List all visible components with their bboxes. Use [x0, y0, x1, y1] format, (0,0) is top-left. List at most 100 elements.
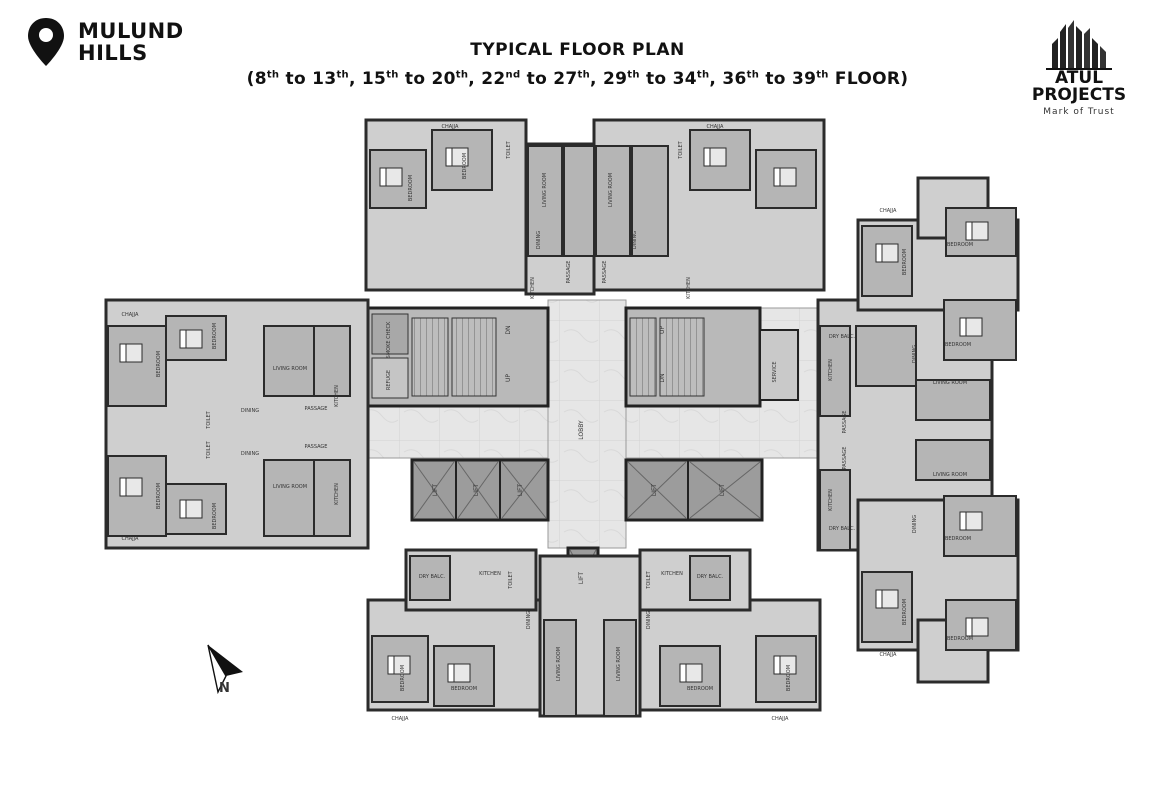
room-label: TOILET — [206, 410, 212, 429]
bed-icon — [965, 617, 973, 637]
room-label: LIFT — [651, 484, 658, 496]
room-label: DINING — [241, 408, 259, 414]
room-label: LIFT — [432, 484, 439, 496]
developer-tagline: Mark of Trust — [1043, 107, 1115, 117]
room-label: REFUGE — [386, 370, 392, 390]
room-label: SMOKE CHECK — [386, 321, 392, 358]
bed-icon — [119, 477, 127, 497]
room-label: CHAJJA — [122, 536, 140, 542]
room-label: PASSAGE — [842, 411, 848, 434]
room-label: LIVING ROOM — [933, 380, 967, 386]
project-brand: MULUND HILLS — [26, 16, 184, 68]
room-label: DINING — [526, 611, 532, 629]
bed-icon — [387, 655, 395, 675]
room-right-5 — [915, 379, 991, 421]
room-label: BEDROOM — [451, 686, 477, 692]
floor-range-subtitle: (8th to 13th, 15th to 20th, 22nd to 27th… — [246, 69, 909, 89]
room-top-3 — [563, 145, 595, 257]
bed-icon — [875, 589, 883, 609]
top-living-2: LIVING ROOM — [608, 173, 614, 207]
top-living-1: LIVING ROOM — [542, 173, 548, 207]
project-name-line2: HILLS — [78, 41, 148, 65]
bed-icon — [703, 147, 711, 167]
room-label: KITCHEN — [686, 277, 692, 299]
bed-icon — [379, 167, 387, 187]
apartments — [104, 118, 1020, 718]
room-label: DINING — [912, 345, 918, 363]
room-label: SERVICE — [772, 361, 778, 382]
room-label: PASSAGE — [566, 261, 572, 284]
room-bottom-7 — [689, 555, 731, 601]
page-title: TYPICAL FLOOR PLAN — [470, 40, 685, 60]
room-label: DINING — [632, 231, 638, 249]
room-bottom-6 — [409, 555, 451, 601]
room-top-6 — [689, 129, 751, 191]
room-label: BEDROOM — [945, 536, 971, 542]
room-label: BEDROOM — [945, 342, 971, 348]
room-label: BEDROOM — [156, 483, 162, 509]
room-left-3 — [313, 325, 351, 397]
lift-core-right — [624, 458, 764, 522]
room-top-5 — [631, 145, 669, 257]
room-label: DINING — [536, 231, 542, 249]
room-label: BEDROOM — [902, 599, 908, 625]
room-label: KITCHEN — [828, 359, 834, 381]
room-label: LIVING ROOM — [616, 647, 622, 681]
room-label: PASSAGE — [842, 447, 848, 470]
room-left-2 — [263, 325, 315, 397]
room-label: DINING — [646, 611, 652, 629]
bed-icon — [447, 663, 455, 683]
room-label: BEDROOM — [212, 503, 218, 529]
room-label: LIFT — [473, 484, 480, 496]
room-label: BEDROOM — [947, 242, 973, 248]
bed-icon — [179, 499, 187, 519]
staircase-left — [366, 306, 550, 408]
bed-icon — [959, 317, 967, 337]
room-left-7 — [313, 459, 351, 537]
room-right-0 — [861, 225, 913, 297]
room-label: CHAJJA — [392, 716, 410, 722]
room-label: KITCHEN — [828, 489, 834, 511]
room-bottom-5 — [755, 635, 817, 703]
room-bottom-2 — [543, 619, 577, 717]
lobby-label: LOBBY — [578, 420, 585, 440]
room-left-0 — [107, 325, 167, 407]
room-label: DRY BALC. — [829, 526, 856, 532]
room-label: DRY BALC. — [419, 574, 446, 580]
room-label: KITCHEN — [530, 277, 536, 299]
bed-icon — [773, 655, 781, 675]
room-bottom-3 — [603, 619, 637, 717]
room-label: DINING — [241, 451, 259, 457]
room-label: PASSAGE — [305, 406, 328, 412]
room-label: BEDROOM — [400, 665, 406, 691]
room-label: CHAJJA — [442, 124, 460, 130]
room-label: BEDROOM — [156, 351, 162, 377]
room-label: DINING — [912, 515, 918, 533]
bed-icon — [875, 243, 883, 263]
room-label: KITCHEN — [661, 571, 683, 577]
location-pin-icon — [28, 18, 64, 66]
project-name-line1: MULUND — [78, 19, 184, 43]
room-label: BEDROOM — [902, 249, 908, 275]
developer-name-line1: ATUL — [1054, 68, 1104, 88]
bed-icon — [959, 511, 967, 531]
bed-icon — [179, 329, 187, 349]
room-label: UP — [659, 326, 666, 334]
bed-icon — [119, 343, 127, 363]
room-label: KITCHEN — [334, 385, 340, 407]
bed-icon — [445, 147, 453, 167]
room-label: BEDROOM — [786, 665, 792, 691]
room-label: TOILET — [646, 570, 652, 589]
room-label: TOILET — [678, 140, 684, 159]
top-bedroom-2: BEDROOM — [462, 153, 468, 179]
room-label: CHAJJA — [880, 208, 898, 214]
room-label: UP — [505, 374, 512, 382]
room-label: LIVING ROOM — [933, 472, 967, 478]
room-label: BEDROOM — [947, 636, 973, 642]
bed-icon — [965, 221, 973, 241]
room-label: LIVING ROOM — [273, 366, 307, 372]
room-label: TOILET — [508, 570, 514, 589]
room-top-2 — [527, 145, 563, 257]
room-label: KITCHEN — [334, 483, 340, 505]
